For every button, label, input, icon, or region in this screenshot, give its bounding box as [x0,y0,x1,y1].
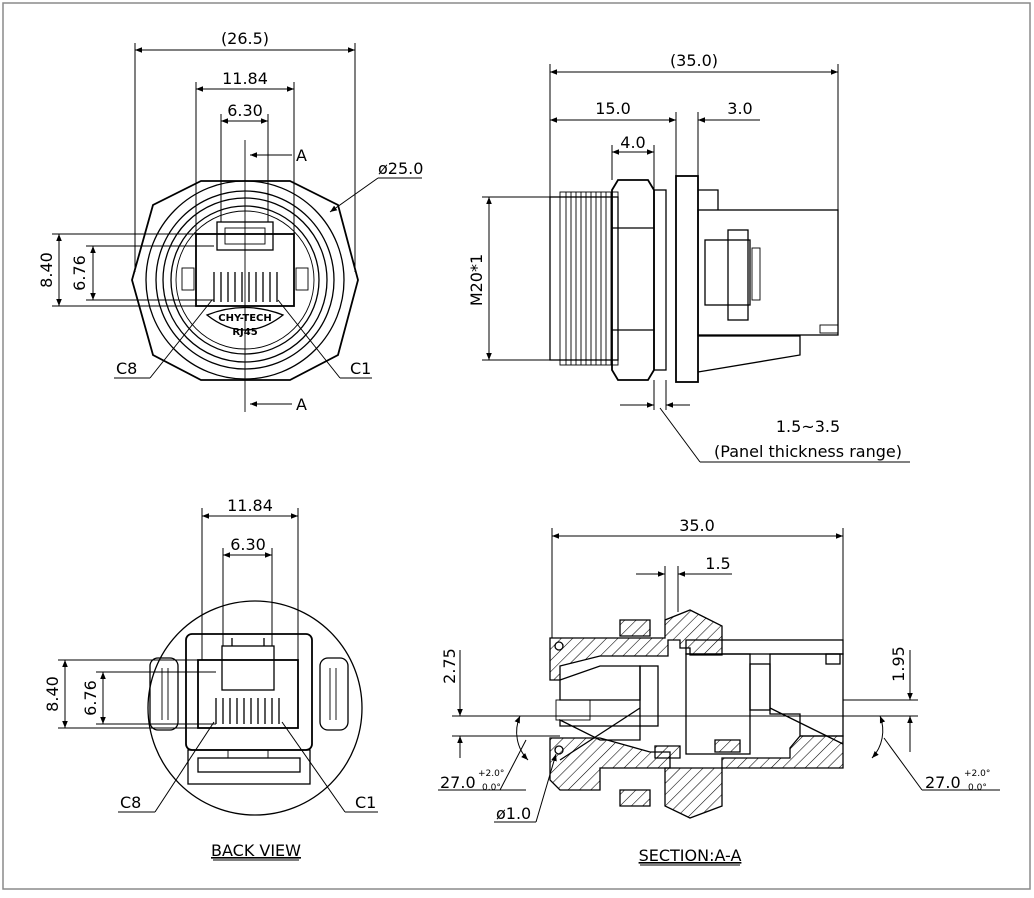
side-nut-width: 4.0 [620,133,645,152]
back-left-lug [149,657,179,731]
front-right-tab [295,267,309,291]
front-diameter-leader [329,177,379,213]
side-flange-width: 3.0 [727,99,752,118]
side-nut [611,179,655,381]
front-pin-left: C8 [116,359,137,378]
section-view: 35.0 1.5 2.75 1.95 27.0 +2.0° 0.0° 27.0 … [438,516,1000,866]
section-angle-left-tol-lower: 0.0° [482,783,501,793]
side-thread-envelope [559,191,619,366]
back-latch [221,645,275,691]
front-outer-diameter: ø25.0 [378,159,423,178]
side-flange [675,175,699,383]
section-upper-nut [619,619,651,637]
back-lower-slot [197,757,301,773]
side-thread-size: M20*1 [467,254,486,306]
section-hole-top [554,641,564,651]
section-overall-length: 35.0 [679,516,715,535]
front-pin-right: C1 [350,359,371,378]
back-pin-left: C8 [120,793,141,812]
dim-section-angle-left [514,715,529,761]
side-overall-length: (35.0) [670,51,718,70]
back-view: 11.84 6.30 8.40 6.76 C8 C1 BACK VIEW [43,496,378,861]
front-overall-width: (26.5) [221,29,269,48]
section-angle-left: 27.0 [440,773,476,792]
section-lower-shell [549,737,671,791]
section-mark-bottom: A [296,395,307,414]
section-rear-block [685,653,751,755]
section-angle-left-tol-upper: +2.0° [478,769,504,779]
front-logo-plate [205,306,285,331]
back-lower-block [187,749,311,785]
side-thread-lines [565,192,612,365]
section-lower-nut [619,789,651,807]
side-rear-body [697,209,839,336]
side-panel-range: 1.5~3.5 [776,417,840,436]
back-height-inner: 6.76 [81,680,100,716]
back-view-caption: BACK VIEW [211,841,301,860]
dim-section-angle-right [871,715,886,759]
section-hole-bottom [554,745,564,755]
back-jack-width: 11.84 [227,496,273,515]
section-angle-right-tol-lower: 0.0° [968,783,987,793]
panel-leader [659,407,701,463]
section-caption: SECTION:A-A [639,846,742,865]
side-view: (35.0) 15.0 3.0 4.0 M20*1 1.5~3.5 (Panel… [467,51,910,463]
back-jack [197,659,299,729]
section-angle-right: 27.0 [925,773,961,792]
front-left-tab [181,267,195,291]
section-upper-shell [549,609,723,681]
section-offset-right: 1.95 [889,646,908,682]
section-step: 1.5 [705,554,730,573]
front-height-outer: 8.40 [37,252,56,288]
back-right-lug [319,657,349,731]
front-height-inner: 6.76 [70,255,89,291]
section-offset-left: 2.75 [440,648,459,684]
side-panel-note: (Panel thickness range) [714,442,902,461]
section-mark-top: A [296,146,307,165]
back-height-outer: 8.40 [43,676,62,712]
front-jack-width: 11.84 [222,69,268,88]
back-housing [185,633,313,751]
section-hole-label: ø1.0 [496,804,531,823]
section-lower-flange [664,767,723,819]
section-front-key [555,699,591,721]
section-hole-leader [535,753,557,823]
back-latch-width: 6.30 [230,535,266,554]
side-lower-latch [697,335,801,373]
section-rear-top [685,639,844,655]
section-angle-right-tol-upper: +2.0° [964,769,990,779]
front-latch-width: 6.30 [227,101,263,120]
side-washer [653,189,667,371]
back-pin-right: C1 [355,793,376,812]
front-hex-nut [131,180,359,381]
back-contact-pins [215,698,280,724]
front-contact-pins [213,272,278,302]
back-outer-circle [147,600,363,816]
front-view: CHY-TECH RJ45 A A (26.5) 11.84 6.30 ø25.… [37,29,423,414]
side-thread-length: 15.0 [595,99,631,118]
